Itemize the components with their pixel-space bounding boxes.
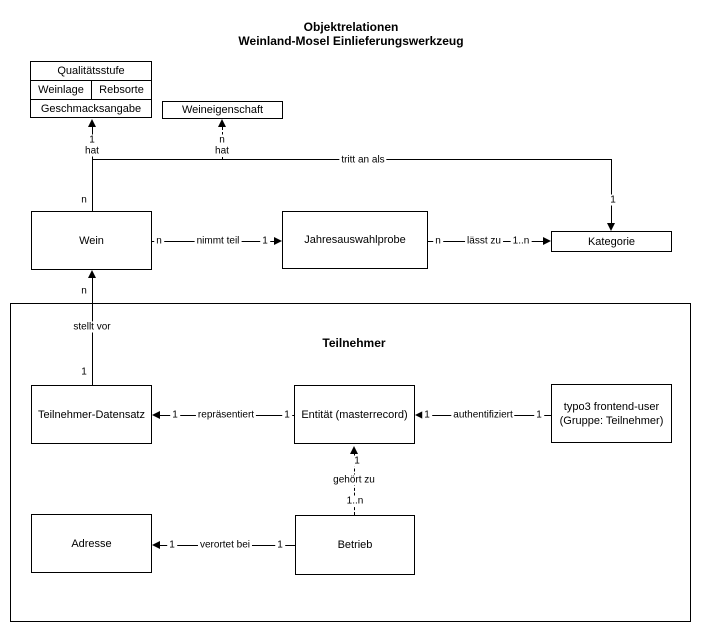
diagram-title-line1: Objektrelationen [303, 20, 399, 34]
relation-hat-qualitaet-label: hat [83, 145, 101, 157]
relation-nimmt-teil-label: nimmt teil [194, 235, 242, 247]
relation-nimmt-teil-cardinality-target: 1 [260, 235, 270, 247]
node-typo3-frontend-user-line1: typo3 frontend-user [563, 400, 660, 413]
node-geschmacksangabe: Geschmacksangabe [40, 102, 142, 115]
node-typo3-frontend-user-line2: (Gruppe: Teilnehmer) [559, 414, 664, 427]
relation-gehoert-zu-cardinality-target: 1 [352, 455, 362, 467]
connector-laesst-zu-arrowhead [543, 237, 551, 245]
relation-laesst-zu-cardinality-target: 1..n [510, 235, 532, 247]
relation-verortet-bei-label: verortet bei [197, 539, 253, 551]
node-betrieb: Betrieb [295, 515, 415, 575]
connector-verortet-bei-arrowhead [152, 541, 160, 549]
node-weineigenschaft: Weineigenschaft [162, 101, 283, 119]
relation-hat-eigenschaft-cardinality-target: n [217, 134, 227, 146]
node-entitaet-masterrecord: Entität (masterrecord) [294, 385, 415, 444]
node-typo3-frontend-user: typo3 frontend-user (Gruppe: Teilnehmer) [551, 384, 672, 443]
node-weinlage: Weinlage [31, 81, 92, 99]
relation-tritt-an-als-label: tritt an als [339, 154, 387, 166]
relation-hat-qualitaet-cardinality-target: 1 [87, 134, 97, 146]
relation-authentifiziert-cardinality-target: 1 [422, 409, 432, 421]
teilnehmer-group-label: Teilnehmer [322, 336, 386, 350]
relation-stellt-vor-cardinality-target: n [79, 285, 89, 297]
connector-tritt-an-als-arrowhead [607, 223, 615, 231]
connector-stellt-vor-arrowhead [88, 270, 96, 278]
relation-verortet-bei-cardinality-target: 1 [167, 539, 177, 551]
relation-verortet-bei-cardinality-source: 1 [275, 539, 285, 551]
relation-authentifiziert-cardinality-source: 1 [534, 409, 544, 421]
connector-tritt-an-als-line [611, 159, 612, 223]
relation-repraesentiert-cardinality-target: 1 [170, 409, 180, 421]
diagram-title-line2: Weinland-Mosel Einlieferungswerkzeug [238, 34, 464, 48]
node-adresse: Adresse [31, 514, 152, 573]
node-wein-attributes-table: Qualitätsstufe Weinlage Rebsorte Geschma… [30, 61, 152, 118]
connector-wein-top-line [92, 159, 93, 211]
relation-repraesentiert-label: repräsentiert [195, 409, 257, 421]
connector-nimmt-teil-arrowhead [274, 237, 282, 245]
connector-authentifiziert-arrowhead [415, 411, 423, 419]
node-qualitaetsstufe: Qualitätsstufe [31, 62, 151, 81]
node-wein: Wein [31, 211, 152, 270]
relation-gehoert-zu-label: gehört zu [331, 474, 377, 486]
node-rebsorte: Rebsorte [99, 84, 144, 96]
relation-stellt-vor-label: stellt vor [71, 321, 113, 333]
relation-hat-qualitaet-cardinality-source: n [79, 194, 89, 206]
teilnehmer-group-box [10, 303, 691, 622]
connector-hat-qualitaet-arrowhead [88, 119, 96, 127]
relation-laesst-zu-label: lässt zu [465, 235, 503, 247]
node-teilnehmer-datensatz: Teilnehmer-Datensatz [31, 385, 152, 444]
relation-authentifiziert-label: authentifiziert [451, 409, 515, 421]
connector-hat-eigenschaft-arrowhead [218, 119, 226, 127]
diagram-title: Objektrelationen Weinland-Mosel Einliefe… [0, 20, 702, 48]
relation-tritt-an-als-cardinality-target: 1 [608, 194, 618, 206]
node-kategorie: Kategorie [551, 231, 672, 252]
node-jahresauswahlprobe: Jahresauswahlprobe [282, 211, 428, 269]
relation-gehoert-zu-cardinality-source: 1..n [344, 495, 366, 507]
connector-repraesentiert-arrowhead [152, 411, 160, 419]
relation-nimmt-teil-cardinality-source: n [154, 235, 164, 247]
relation-laesst-zu-cardinality-source: n [433, 235, 443, 247]
relation-repraesentiert-cardinality-source: 1 [282, 409, 292, 421]
connector-gehoert-zu-arrowhead [350, 446, 358, 454]
relation-hat-eigenschaft-label: hat [213, 145, 231, 157]
relation-stellt-vor-cardinality-source: 1 [79, 366, 89, 378]
